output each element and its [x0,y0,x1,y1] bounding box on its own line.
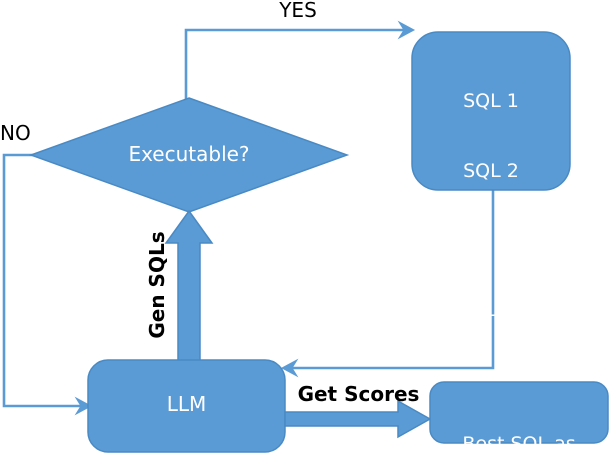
edge-yes [184,20,416,100]
edge-label-gen-sqls: Gen SQLs [145,231,169,339]
edge-feedback [280,188,495,378]
node-sql-list[interactable] [411,31,571,191]
edge-label-no: NO [0,121,31,145]
edge-no [2,153,93,416]
edge-yes-arrowhead [397,20,416,40]
edge-gen-sqls-block-arrow [164,209,214,363]
edge-feedback-arrowhead [280,358,299,378]
node-decision-diamond[interactable] [28,97,350,213]
edge-get-scores-block-arrow [284,399,432,439]
edge-yes-line [184,28,404,100]
edge-no-arrowhead [74,396,93,416]
edge-feedback-line [292,188,495,370]
node-best-sql[interactable] [429,381,609,444]
edge-label-yes: YES [279,0,317,22]
node-llm[interactable] [87,359,286,453]
edge-no-line [2,153,81,408]
edge-label-get-scores: Get Scores [297,382,420,406]
